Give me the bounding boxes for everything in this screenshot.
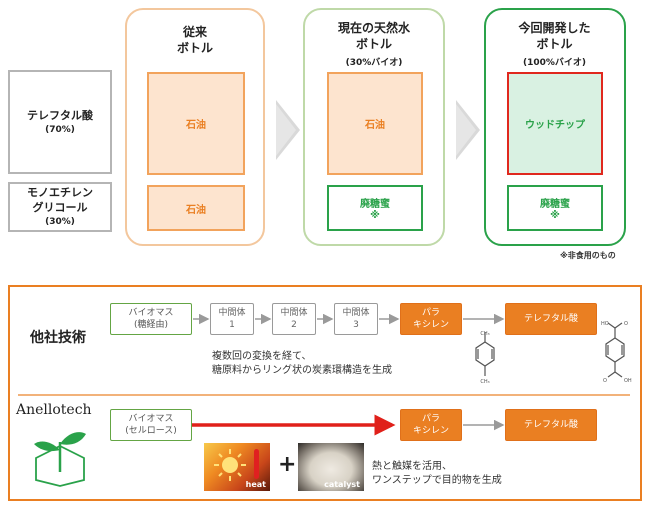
catalyst-label: catalyst: [324, 480, 360, 489]
column-current-title-line2: ボトル: [355, 37, 392, 51]
column-conventional-title: 従来 ボトル: [127, 24, 263, 56]
intermediate-2-line2: 2: [291, 320, 297, 330]
others-technology-label: 他社技術: [30, 330, 86, 346]
label-ethylene-glycol-line2: グリコール: [32, 201, 88, 214]
cell-petroleum-bottom: 石油: [147, 185, 245, 231]
cell-new-molasses-mark: ※: [550, 210, 560, 221]
label-terephthalic-acid: テレフタル酸 (70%): [8, 70, 112, 174]
svg-text:OH: OH: [624, 378, 632, 384]
paraxylene-molecule-icon: CH₃ CH₃: [475, 331, 495, 385]
sprout-hexagon-icon: [34, 432, 86, 487]
others-paraxylene-line2: キシレン: [412, 320, 449, 330]
cell-current-molasses: 廃糖蜜 ※: [327, 185, 423, 231]
cell-new-molasses: 廃糖蜜 ※: [507, 185, 603, 231]
anello-paraxylene-line2: キシレン: [412, 426, 449, 436]
intermediate-3-line2: 3: [353, 320, 359, 330]
footnote: ※非食用のもの: [560, 251, 616, 260]
column-current-bottle: 現在の天然水 ボトル (30%バイオ) 石油 廃糖蜜 ※: [303, 8, 445, 246]
intermediate-1-box: 中間体 1: [210, 303, 254, 335]
cell-woodchip: ウッドチップ: [507, 72, 603, 175]
others-paraxylene-line1: パラ: [421, 308, 440, 318]
others-biomass-line1: バイオマス: [128, 308, 174, 318]
svg-text:O: O: [603, 378, 607, 384]
cell-current-petroleum-label: 石油: [365, 120, 385, 131]
anello-paraxylene-box: パラ キシレン: [400, 409, 462, 441]
column-new-bottle: 今回開発した ボトル (100%バイオ) ウッドチップ 廃糖蜜 ※: [484, 8, 626, 246]
intermediate-3-line1: 中間体: [342, 308, 370, 318]
cell-new-molasses-label: 廃糖蜜: [540, 199, 570, 210]
others-terephthalic-label: テレフタル酸: [523, 314, 578, 324]
section-divider: [18, 394, 630, 396]
label-ethylene-glycol: モノエチレン グリコール (30%): [8, 182, 112, 232]
anello-note: 熱と触媒を活用、 ワンステップで目的物を生成: [372, 460, 502, 488]
anello-biomass-line1: バイオマス: [128, 414, 174, 424]
chevron-right-icon: [456, 100, 480, 160]
column-new-title-line1: 今回開発した: [518, 21, 591, 35]
label-ethylene-glycol-pct: (30%): [45, 217, 75, 227]
others-note: 複数回の変換を経て、 糖原料からリング状の炭素環構造を生成: [212, 350, 392, 378]
others-note-line2: 糖原料からリング状の炭素環構造を生成: [212, 365, 392, 376]
label-terephthalic-acid-name: テレフタル酸: [27, 108, 93, 122]
intermediate-3-box: 中間体 3: [334, 303, 378, 335]
column-current-title-line1: 現在の天然水: [337, 21, 410, 35]
sun-icon: [214, 449, 246, 481]
column-current-subtitle: (30%バイオ): [345, 58, 403, 68]
column-conventional-bottle: 従来 ボトル 石油 石油: [125, 8, 265, 246]
svg-text:CH₃: CH₃: [480, 379, 489, 385]
anello-terephthalic-label: テレフタル酸: [523, 420, 578, 430]
top-section: テレフタル酸 (70%) モノエチレン グリコール (30%) 従来 ボトル 石…: [8, 8, 626, 260]
heat-image: heat: [204, 443, 270, 491]
cell-current-molasses-mark: ※: [370, 210, 380, 221]
label-ethylene-glycol-line1: モノエチレン: [27, 186, 93, 199]
catalyst-image: catalyst: [298, 443, 364, 491]
anello-note-line1: 熱と触媒を活用、: [372, 461, 452, 472]
intermediate-2-line1: 中間体: [280, 308, 308, 318]
column-current-title: 現在の天然水 ボトル: [305, 20, 443, 52]
others-note-line1: 複数回の変換を経て、: [212, 351, 312, 362]
anello-terephthalic-box: テレフタル酸: [505, 409, 597, 441]
others-terephthalic-box: テレフタル酸: [505, 303, 597, 335]
column-conventional-title-line2: ボトル: [176, 41, 213, 55]
others-paraxylene-box: パラ キシレン: [400, 303, 462, 335]
anello-paraxylene-line1: パラ: [421, 414, 440, 424]
label-terephthalic-acid-pct: (70%): [45, 124, 75, 135]
intermediate-2-box: 中間体 2: [272, 303, 316, 335]
cell-current-petroleum: 石油: [327, 72, 423, 175]
process-comparison-panel: [8, 285, 642, 501]
svg-text:O: O: [624, 321, 628, 327]
others-biomass-box: バイオマス (糖経由): [110, 303, 192, 335]
intermediate-1-line1: 中間体: [218, 308, 246, 318]
anellotech-logo: Anellotech: [14, 400, 110, 496]
anello-biomass-box: バイオマス (セルロース): [110, 409, 192, 441]
cell-woodchip-label: ウッドチップ: [525, 120, 585, 131]
anellotech-logo-text: Anellotech: [16, 402, 92, 418]
column-conventional-title-line1: 従来: [182, 25, 207, 39]
svg-text:CH₃: CH₃: [480, 331, 489, 337]
chevron-right-icon: [276, 100, 300, 160]
cell-petroleum-top-label: 石油: [186, 120, 206, 131]
others-biomass-line2: (糖経由): [133, 320, 169, 330]
anello-note-line2: ワンステップで目的物を生成: [372, 475, 502, 486]
column-new-title-line2: ボトル: [536, 37, 573, 51]
cell-petroleum-bottom-label: 石油: [186, 204, 206, 216]
anello-biomass-line2: (セルロース): [125, 426, 177, 436]
plus-sign: +: [278, 452, 297, 477]
thermometer-icon: [254, 449, 259, 479]
intermediate-1-line2: 1: [229, 320, 235, 330]
svg-text:HO: HO: [601, 321, 609, 327]
heat-label: heat: [245, 480, 266, 489]
cell-current-molasses-label: 廃糖蜜: [360, 199, 390, 210]
terephthalic-acid-molecule-icon: O HO OH O: [601, 321, 632, 384]
column-new-title: 今回開発した ボトル: [486, 20, 623, 52]
cell-petroleum-top: 石油: [147, 72, 245, 175]
column-new-subtitle: (100%バイオ): [522, 58, 587, 68]
